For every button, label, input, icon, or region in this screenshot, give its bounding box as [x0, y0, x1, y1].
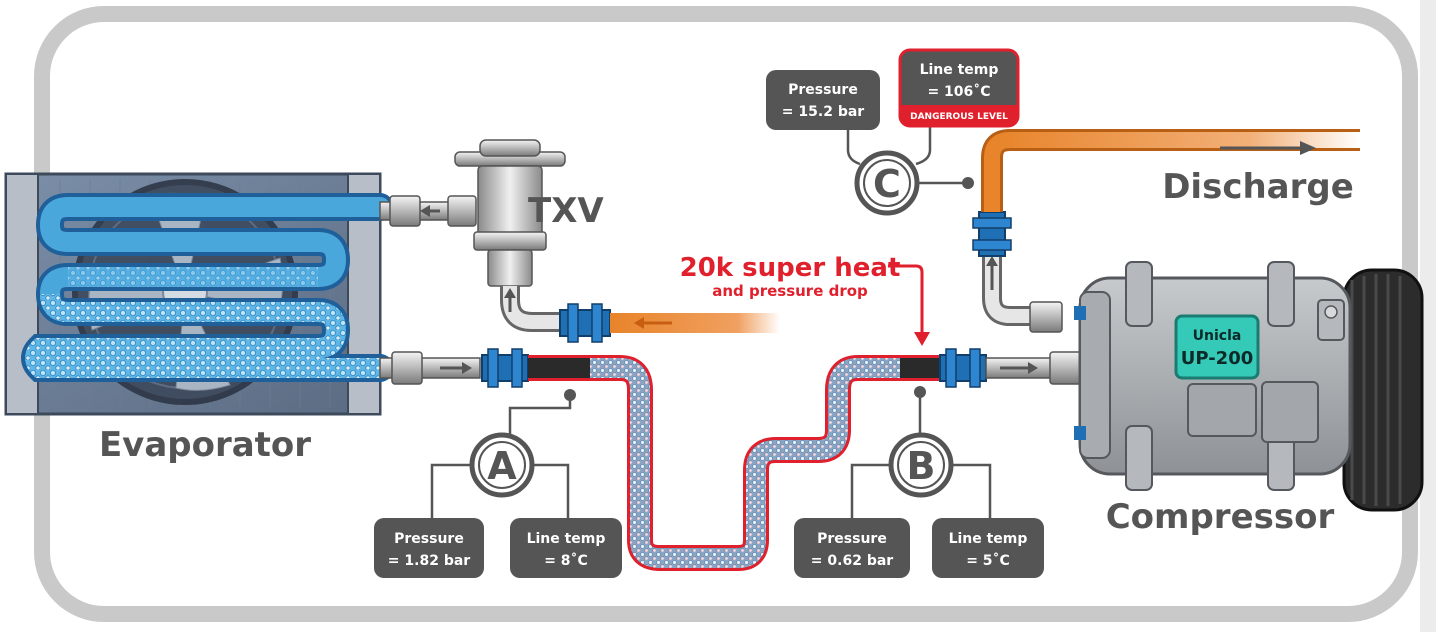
compressor-label: Compressor: [1106, 497, 1335, 537]
superheat-arrowhead: [914, 332, 930, 346]
point-b-pressure-value: = 0.62 bar: [811, 553, 893, 569]
point-b-temp-value: = 5˚C: [966, 552, 1010, 569]
point-c-warning-label: DANGEROUS LEVEL: [910, 112, 1008, 122]
point-b: [794, 386, 1044, 578]
evaporator-label: Evaporator: [99, 425, 311, 465]
point-b-letter: B: [907, 444, 936, 488]
txv-valve: [379, 139, 780, 343]
compressor-brand: Unicla: [1193, 328, 1242, 344]
compressor-model: UP-200: [1181, 348, 1254, 369]
point-a-letter: A: [487, 444, 517, 488]
discharge-line: [972, 129, 1360, 333]
point-a-pressure-value: = 1.82 bar: [388, 553, 470, 569]
point-c-temp-label: Line temp: [920, 62, 999, 78]
compressor: [1074, 261, 1424, 512]
point-a-pressure-label: Pressure: [394, 531, 464, 547]
txv-label: TXV: [528, 191, 604, 231]
point-a-temp-label: Line temp: [527, 531, 606, 547]
suction-line: [379, 348, 1083, 571]
point-a: [374, 389, 622, 578]
point-c-pressure-label: Pressure: [788, 82, 858, 98]
right-margin-strip: [1420, 0, 1436, 632]
point-c-pressure-value: = 15.2 bar: [782, 104, 864, 120]
point-a-temp-value: = 8˚C: [544, 552, 588, 569]
point-c-temp-value: = 106˚C: [927, 83, 990, 100]
point-c: [766, 48, 1020, 216]
point-b-pressure-label: Pressure: [817, 531, 887, 547]
superheat-subtitle: and pressure drop: [712, 282, 868, 300]
discharge-label: Discharge: [1162, 167, 1354, 207]
superheat-title: 20k super heat: [680, 253, 901, 283]
evaporator: [4, 172, 394, 416]
superheat-arrow: [888, 264, 924, 336]
point-b-temp-label: Line temp: [949, 531, 1028, 547]
point-c-letter: C: [873, 162, 901, 206]
